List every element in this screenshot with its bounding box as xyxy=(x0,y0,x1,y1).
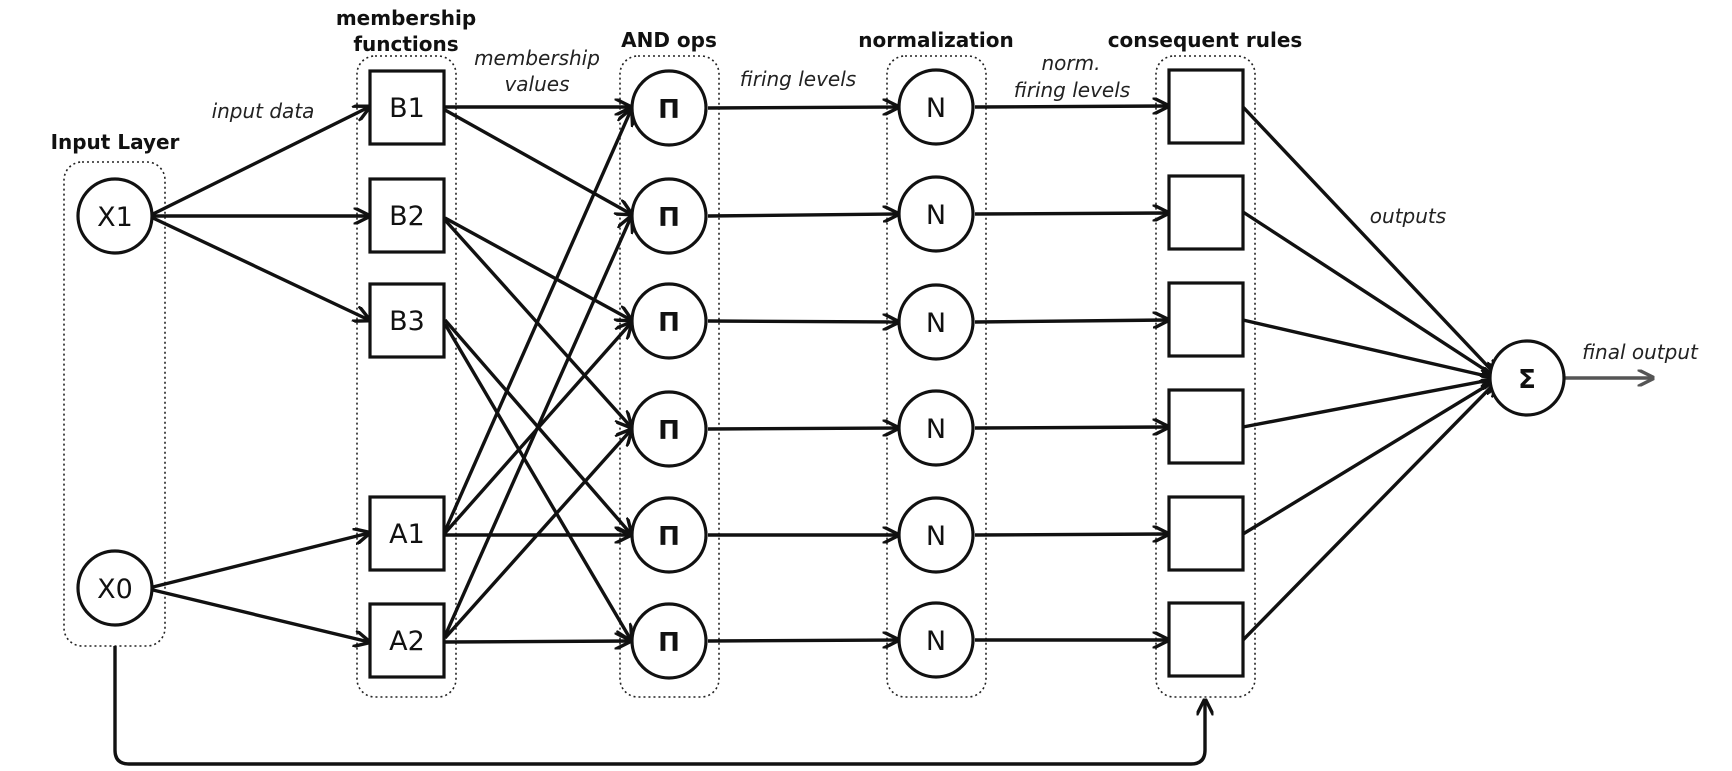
rule-node-3 xyxy=(1167,281,1245,358)
and-node-1-label: Π xyxy=(658,95,680,125)
membership-title-line1: membership xyxy=(336,6,476,30)
norm-node-4-label: N xyxy=(926,414,946,445)
and-node-3-label: Π xyxy=(658,308,680,338)
edge-n3-r3 xyxy=(974,320,1168,322)
membership-node-a2-label: A2 xyxy=(389,626,425,657)
edge-b2-and3 xyxy=(444,216,631,320)
and-node-4-label: Π xyxy=(658,416,680,446)
outputs-label: outputs xyxy=(1370,204,1446,228)
norm-node-2-label: N xyxy=(926,200,946,231)
edge-x0-a2 xyxy=(152,588,369,642)
rule-node-2 xyxy=(1167,174,1245,251)
edge-r4-sum xyxy=(1242,379,1495,429)
membership-node-b2-label: B2 xyxy=(389,201,425,232)
input-node-x0: X0 xyxy=(76,549,154,627)
norm-node-5: N xyxy=(897,496,975,574)
edge-a1-and1 xyxy=(443,110,631,532)
norm-node-3: N xyxy=(897,283,975,361)
membership-values-label-line2: values xyxy=(504,72,569,96)
and-node-4: Π xyxy=(630,390,708,468)
edge-and4-n4 xyxy=(707,428,898,429)
membership-values-label-line1: membership xyxy=(474,46,600,70)
edge-r6-sum xyxy=(1241,381,1497,642)
edge-r2-sum xyxy=(1242,210,1496,377)
and-node-5-label: Π xyxy=(658,522,680,552)
and-node-6: Π xyxy=(630,602,708,680)
and-node-3: Π xyxy=(630,282,708,360)
sum-node-label: Σ xyxy=(1518,365,1536,395)
norm-layer-group xyxy=(886,55,987,698)
norm-node-1: N xyxy=(897,68,975,146)
norm-node-5-label: N xyxy=(926,521,946,552)
edge-n4-r4 xyxy=(974,427,1168,428)
rule-node-4 xyxy=(1167,388,1245,465)
edge-n2-r2 xyxy=(974,213,1168,214)
edge-b3-and6 xyxy=(443,323,631,640)
and-node-6-label: Π xyxy=(658,628,680,658)
edge-r3-sum xyxy=(1242,318,1495,378)
edge-r5-sum xyxy=(1242,380,1496,536)
and-node-2: Π xyxy=(630,177,708,255)
and-layer-group xyxy=(619,55,720,698)
and-node-5: Π xyxy=(630,496,708,574)
membership-node-b3: B3 xyxy=(368,282,446,359)
and-node-1: Π xyxy=(630,69,708,147)
and-node-2-label: Π xyxy=(658,203,680,233)
membership-node-b2: B2 xyxy=(368,177,446,254)
edge-n1-r1 xyxy=(974,106,1168,107)
edge-r1-sum xyxy=(1241,105,1497,376)
firing-levels-label: firing levels xyxy=(740,67,856,91)
membership-node-a1: A1 xyxy=(368,495,446,572)
edge-b1-and2 xyxy=(444,108,631,214)
norm-firing-levels-label-line1: norm. xyxy=(1042,51,1101,75)
membership-node-b3-label: B3 xyxy=(389,306,425,337)
rule-node-5 xyxy=(1167,495,1245,572)
sum-node: Σ xyxy=(1488,339,1566,417)
edge-a2-and2 xyxy=(443,217,631,637)
edge-x0-a1 xyxy=(152,533,369,589)
input-node-x0-label: X0 xyxy=(97,574,133,605)
final-output-label: final output xyxy=(1582,340,1699,364)
norm-node-6-label: N xyxy=(926,626,946,657)
rule-layer-group xyxy=(1155,55,1256,698)
edge-and2-n2 xyxy=(707,214,898,216)
normalization-title: normalization xyxy=(858,28,1013,52)
edge-and3-n3 xyxy=(707,321,898,322)
membership-node-a1-label: A1 xyxy=(389,519,425,550)
membership-node-a2: A2 xyxy=(368,602,446,679)
input-node-x1: X1 xyxy=(76,177,154,255)
norm-node-2: N xyxy=(897,175,975,253)
edge-x1-b1 xyxy=(152,107,369,216)
edge-and6-n6 xyxy=(707,640,898,641)
input-node-x1-label: X1 xyxy=(97,202,133,233)
norm-firing-levels-label-line2: firing levels xyxy=(1014,78,1130,102)
edge-a2-and4 xyxy=(443,430,631,640)
membership-node-b1-label: B1 xyxy=(389,93,425,124)
norm-node-6: N xyxy=(897,601,975,679)
edge-a2-and6 xyxy=(444,641,630,642)
input-layer-title: Input Layer xyxy=(51,130,180,154)
input-data-label: input data xyxy=(212,99,315,123)
norm-node-3-label: N xyxy=(926,308,946,339)
rule-node-1 xyxy=(1167,68,1245,145)
membership-node-b1: B1 xyxy=(368,69,446,146)
membership-title-line2: functions xyxy=(353,32,458,56)
and-ops-title: AND ops xyxy=(621,28,717,52)
edge-x0-rules-feedback xyxy=(113,646,1205,766)
rule-node-6 xyxy=(1167,601,1245,678)
norm-node-1-label: N xyxy=(926,93,946,124)
edge-x1-b3 xyxy=(152,216,369,320)
edge-and1-n1 xyxy=(707,107,898,108)
norm-node-4: N xyxy=(897,389,975,467)
consequent-rules-title: consequent rules xyxy=(1108,28,1303,52)
edge-n5-r5 xyxy=(974,534,1168,535)
membership-layer-group xyxy=(356,55,457,698)
